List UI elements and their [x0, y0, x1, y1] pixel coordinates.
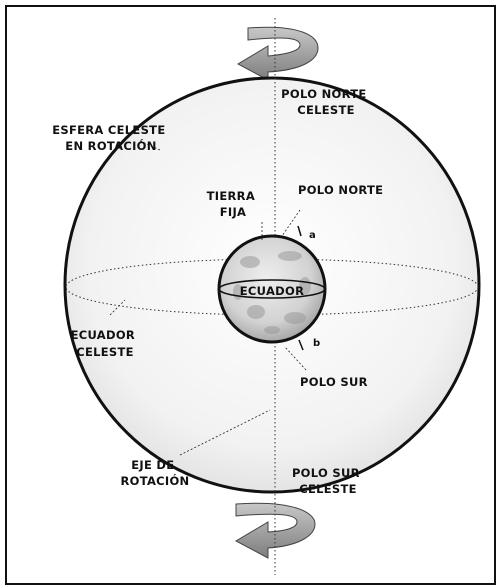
- tick-b: [298, 339, 304, 351]
- label-ecuador: ECUADOR: [240, 284, 304, 298]
- label-a: a: [309, 230, 316, 241]
- label-polo-norte: POLO NORTE: [298, 183, 383, 197]
- earth-equator: [218, 279, 326, 299]
- leader-polo-norte: [281, 209, 301, 237]
- label-esfera-celeste: ESFERA CELESTE EN ROTACIÓN: [52, 123, 170, 153]
- bottom-rotation-arrow-icon: [234, 502, 316, 559]
- label-eje-rotacion: EJE DE ROTACIÓN: [120, 458, 189, 488]
- leader-ecuador-celeste: [109, 299, 126, 316]
- earth: [217, 234, 327, 344]
- tick-a: [297, 225, 302, 237]
- leader-eje: [179, 409, 271, 456]
- leader-esfera: [137, 139, 161, 151]
- label-polo-norte-celeste: POLO NORTE CELESTE: [281, 87, 371, 117]
- leader-polo-sur: [284, 346, 307, 371]
- celestial-equator: [65, 258, 479, 316]
- label-ecuador-celeste: ECUADOR CELESTE: [71, 328, 140, 359]
- label-b: b: [313, 338, 320, 349]
- label-polo-sur-celeste: POLO SUR CELESTE: [292, 466, 364, 496]
- label-tierra-fija: TIERRA FIJA: [207, 189, 260, 219]
- top-rotation-arrow-icon: [236, 26, 319, 81]
- label-polo-sur: POLO SUR: [300, 375, 368, 389]
